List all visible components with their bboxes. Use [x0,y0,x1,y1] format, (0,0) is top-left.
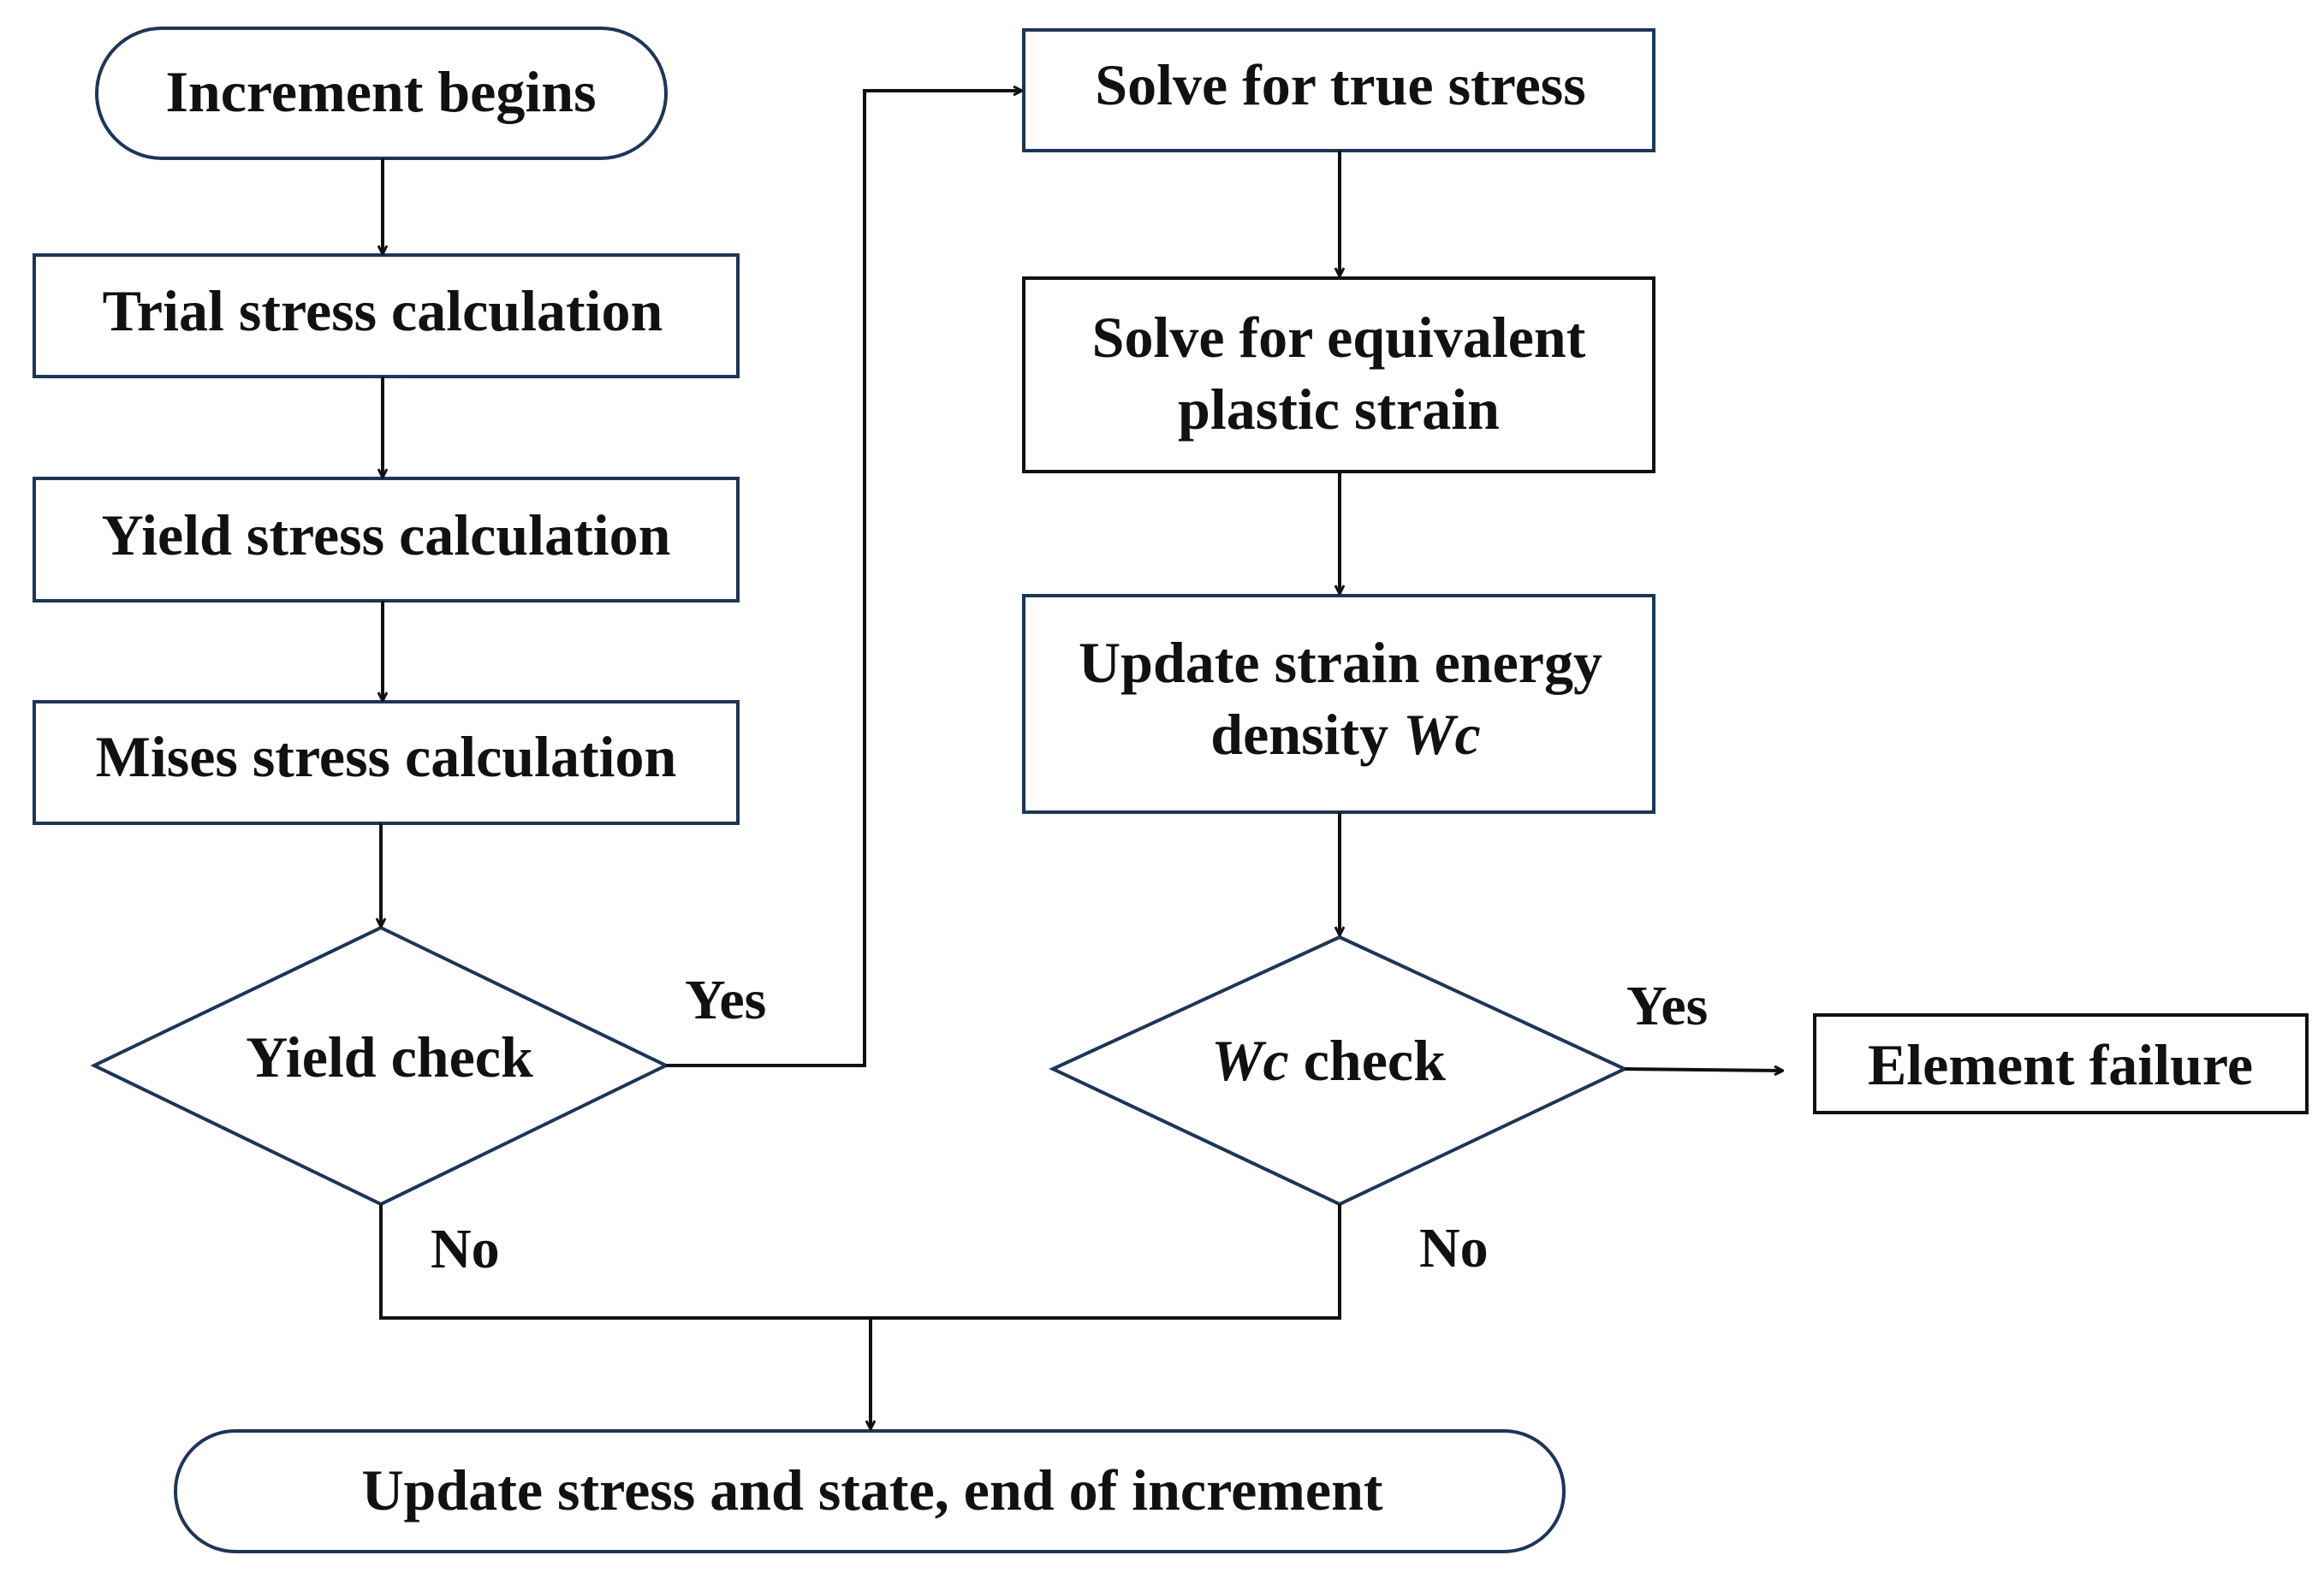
strain-energy-label-line1: Update strain energy [1079,630,1602,695]
strain-energy-label-prefix: density [1210,702,1403,767]
edge-yield-check-yes [666,91,1021,1067]
wc-check-label: Wc check [1211,1028,1446,1093]
node-mises-stress: Mises stress calculation [33,700,740,825]
yield-stress-label: Yield stress calculation [102,502,671,567]
trial-stress-label: Trial stress calculation [103,278,663,343]
node-true-stress: Solve for true stress [1022,28,1655,152]
true-stress-label: Solve for true stress [1095,52,1585,117]
strain-energy-label-variable: Wc [1403,702,1481,767]
node-strain-energy: Update strain energy density Wc [1022,594,1655,814]
wc-check-variable: Wc [1211,1028,1289,1093]
edge-wc-check-yes [1624,1069,1782,1071]
equivalent-strain-label-line1: Solve for equivalent [1092,305,1586,370]
node-increment-begins: Increment begins [95,27,668,160]
element-failure-label: Element failure [1868,1032,2253,1097]
node-update-state: Update stress and state, end of incremen… [174,1429,1566,1553]
wc-yes-label: Yes [1626,975,1708,1037]
node-yield-check: Yield check [90,925,670,1207]
node-element-failure: Element failure [1813,1013,2309,1114]
increment-begins-label: Increment begins [165,59,596,124]
edges [381,91,1782,1428]
node-trial-stress: Trial stress calculation [33,253,740,378]
yield-no-label: No [431,1218,500,1280]
strain-energy-label-line2: density Wc [1210,702,1480,767]
node-yield-stress: Yield stress calculation [33,477,740,602]
mises-stress-label: Mises stress calculation [96,724,677,789]
edge-yield-check-no [379,1204,1341,1320]
yield-yes-label: Yes [685,969,766,1031]
wc-check-suffix: check [1289,1028,1446,1093]
update-state-label: Update stress and state, end of incremen… [361,1457,1382,1523]
node-equivalent-strain: Solve for equivalent plastic strain [1022,276,1655,473]
yield-check-label: Yield check [246,1024,533,1089]
wc-no-label: No [1419,1217,1489,1279]
equivalent-strain-label-line2: plastic strain [1178,377,1500,442]
node-wc-check: Wc check [1049,935,1629,1207]
